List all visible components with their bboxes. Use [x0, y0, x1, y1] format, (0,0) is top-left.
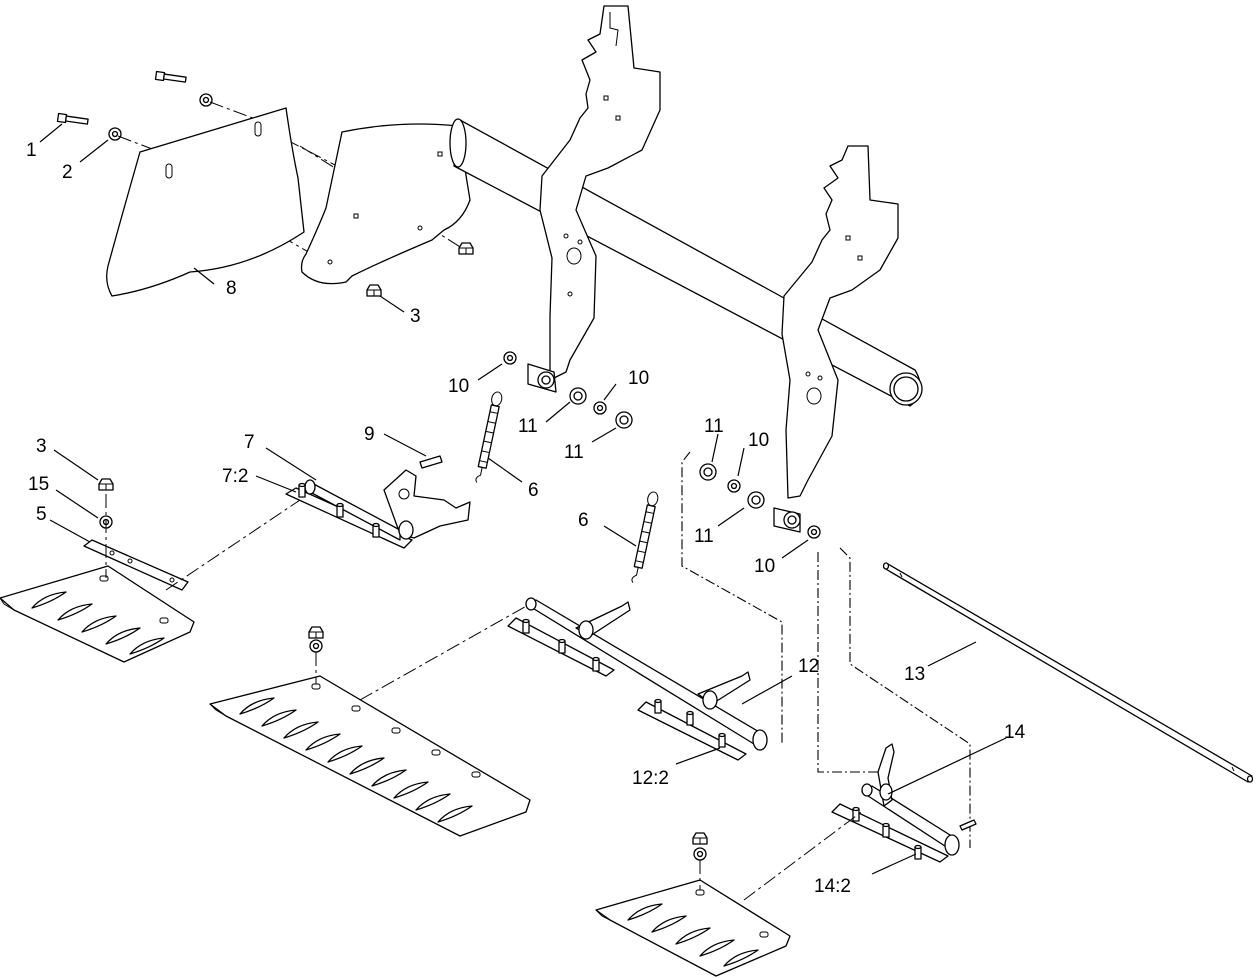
- shield-plate-outer: [106, 107, 305, 297]
- flat-washer: [108, 93, 213, 141]
- rake-arm-small: [285, 469, 471, 549]
- callout-13: 13: [904, 664, 925, 685]
- callout-7-2: 7:2: [222, 466, 248, 487]
- pivot-bushing-right: [773, 507, 801, 533]
- rake-arm-center: [507, 597, 768, 761]
- callout-11-a: 11: [518, 416, 538, 437]
- callout-14-2: 14:2: [814, 876, 851, 897]
- callout-14: 14: [1004, 722, 1026, 743]
- callout-10-mid: 10: [628, 368, 649, 389]
- center-hardware: [308, 626, 324, 653]
- callout-12-2: 12:2: [632, 768, 669, 789]
- callout-15: 15: [28, 474, 49, 495]
- callout-3-left: 3: [36, 436, 47, 457]
- shield-plate-inner: [300, 123, 471, 285]
- callout-6-center: 6: [578, 510, 589, 531]
- callout-11-d: 11: [694, 526, 714, 547]
- side-bracket-left: [539, 5, 661, 381]
- rake-arm-right: [831, 743, 977, 863]
- callout-9: 9: [364, 424, 375, 445]
- callout-6-top: 6: [528, 480, 539, 501]
- callout-10-right-top: 10: [748, 430, 769, 451]
- callout-10-right-bottom: 10: [754, 556, 775, 577]
- callout-11-b: 11: [564, 442, 584, 463]
- callout-labels: 1 2 3 8 3 15 5 7 7:2 9 6 6 10 10 11 11 1…: [26, 140, 1026, 897]
- callout-1: 1: [26, 140, 37, 161]
- right-hardware: [692, 832, 708, 861]
- callout-11-c: 11: [704, 416, 724, 437]
- callout-12: 12: [798, 656, 819, 677]
- spring-pin: [419, 455, 443, 469]
- tine-plate-large: [209, 675, 531, 837]
- side-bracket-right: [781, 145, 899, 499]
- long-rod: [882, 562, 1254, 783]
- callout-5: 5: [36, 504, 47, 525]
- tine-plate-right: [595, 879, 791, 977]
- callout-10-left: 10: [448, 376, 469, 397]
- pivot-bushing-left: [527, 363, 557, 393]
- leader-lines: [39, 123, 1007, 875]
- mounting-bolt: [56, 70, 187, 127]
- callout-3-top: 3: [410, 306, 421, 327]
- callout-7: 7: [244, 432, 255, 453]
- callout-8: 8: [226, 278, 237, 299]
- callout-2: 2: [62, 162, 73, 183]
